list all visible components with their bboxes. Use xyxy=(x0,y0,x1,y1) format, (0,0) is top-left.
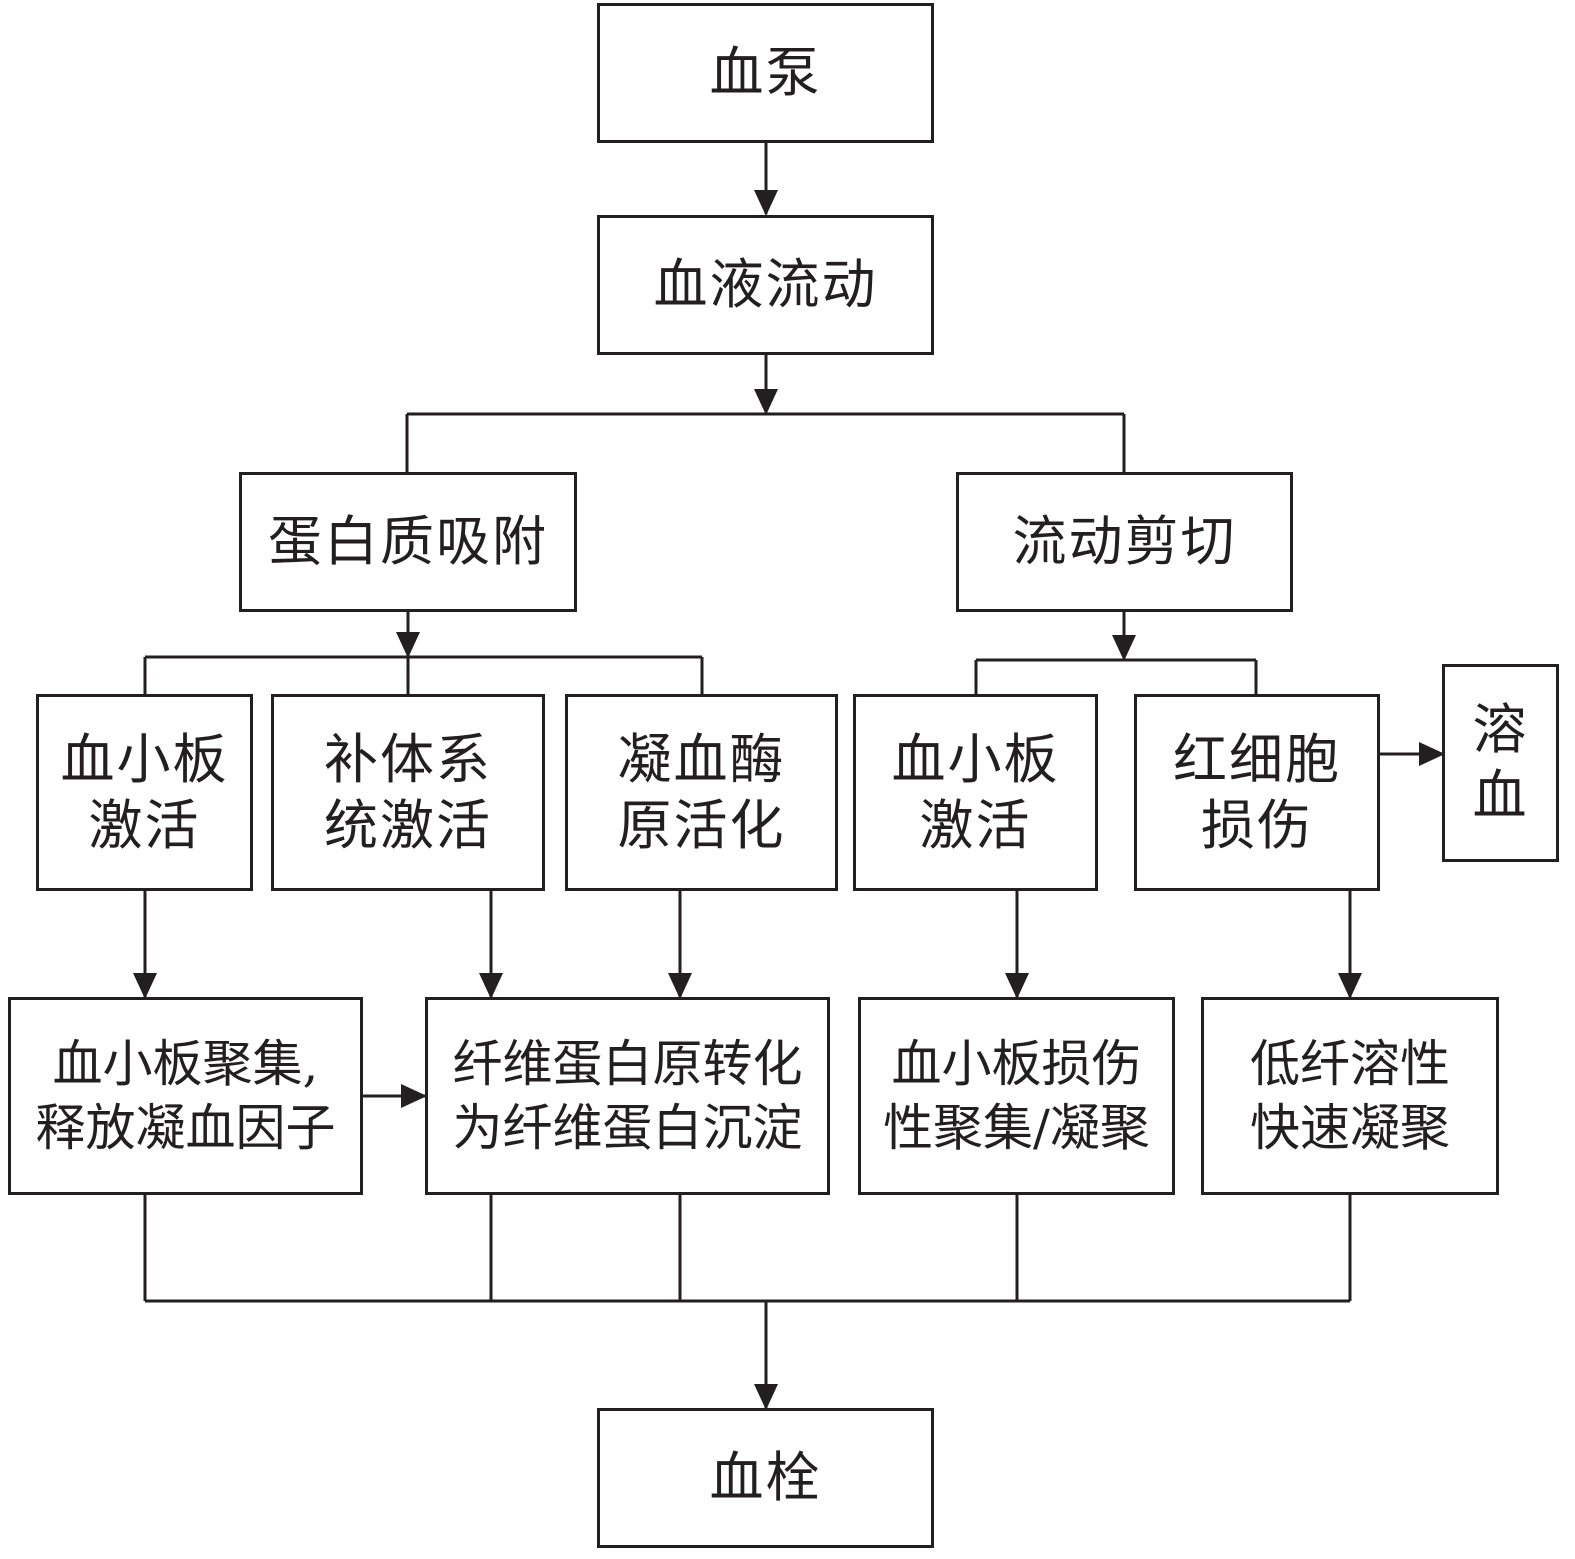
node-platelet-aggregation: 血小板聚集, 释放凝血因子 xyxy=(8,997,363,1195)
node-complement-activation-line-1: 补体系 xyxy=(324,727,492,791)
node-blood-flow: 血液流动 xyxy=(597,215,934,355)
node-platelet-activation-left-line-2: 激活 xyxy=(88,793,201,857)
node-low-fibrinolysis: 低纤溶性 快速凝聚 xyxy=(1201,997,1499,1195)
node-low-fibrinolysis-line-2: 快速凝聚 xyxy=(1250,1099,1450,1157)
node-platelet-aggregation-line-1: 血小板聚集, xyxy=(52,1035,319,1093)
node-thrombus: 血栓 xyxy=(597,1408,934,1548)
node-platelet-activation-left-line-1: 血小板 xyxy=(60,727,229,791)
node-hemolysis: 溶 血 xyxy=(1442,664,1559,862)
node-blood-flow-line-1: 血液流动 xyxy=(653,253,878,316)
node-rbc-damage: 红细胞 损伤 xyxy=(1134,694,1380,891)
node-platelet-damage-aggregation: 血小板损伤 性聚集/凝聚 xyxy=(858,997,1175,1195)
node-platelet-activation-right-line-2: 激活 xyxy=(919,793,1032,857)
node-platelet-damage-aggregation-line-1: 血小板损伤 xyxy=(891,1035,1142,1093)
node-complement-activation-line-2: 统激活 xyxy=(324,793,492,857)
node-fibrin-conversion-line-2: 为纤维蛋白沉淀 xyxy=(452,1099,803,1157)
node-complement-activation: 补体系 统激活 xyxy=(271,694,545,891)
node-fibrin-conversion-line-1: 纤维蛋白原转化 xyxy=(452,1035,803,1093)
node-thrombin-activation-line-1: 凝血酶 xyxy=(617,727,786,791)
node-low-fibrinolysis-line-1: 低纤溶性 xyxy=(1250,1035,1450,1093)
node-hemolysis-line-2: 血 xyxy=(1472,764,1529,827)
node-protein-adsorption-line-1: 蛋白质吸附 xyxy=(268,510,548,573)
node-flow-shear-line-1: 流动剪切 xyxy=(1012,510,1237,573)
node-thrombin-activation: 凝血酶 原活化 xyxy=(565,694,838,891)
node-hemolysis-line-1: 溶 xyxy=(1472,698,1529,761)
node-platelet-aggregation-line-2: 释放凝血因子 xyxy=(35,1099,336,1157)
node-platelet-damage-aggregation-line-2: 性聚集/凝聚 xyxy=(883,1099,1150,1157)
node-platelet-activation-right: 血小板 激活 xyxy=(853,694,1098,891)
node-protein-adsorption: 蛋白质吸附 xyxy=(239,472,577,612)
node-rbc-damage-line-1: 红细胞 xyxy=(1173,727,1341,791)
node-pump: 血泵 xyxy=(597,3,934,143)
node-fibrin-conversion: 纤维蛋白原转化 为纤维蛋白沉淀 xyxy=(425,997,830,1195)
node-pump-line-1: 血泵 xyxy=(709,41,822,104)
node-rbc-damage-line-2: 损伤 xyxy=(1201,793,1313,857)
node-platelet-activation-right-line-1: 血小板 xyxy=(891,727,1060,791)
node-thrombin-activation-line-2: 原活化 xyxy=(617,793,786,857)
node-thrombus-line-1: 血栓 xyxy=(709,1446,822,1509)
node-flow-shear: 流动剪切 xyxy=(956,472,1293,612)
node-platelet-activation-left: 血小板 激活 xyxy=(36,694,253,891)
